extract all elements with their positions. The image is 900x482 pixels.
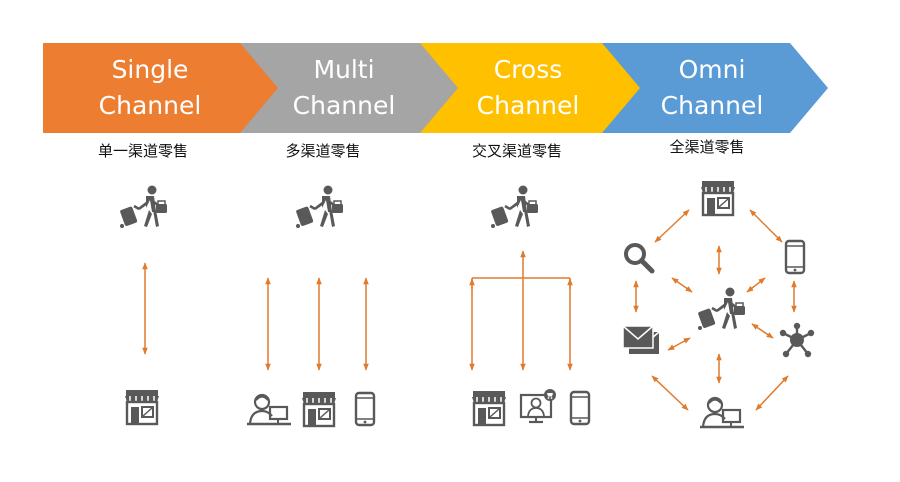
- store-icon: [123, 388, 161, 426]
- chevron-gray: [228, 43, 458, 133]
- store-icon: [699, 179, 737, 217]
- mobile-phone-icon: [569, 390, 591, 426]
- subtitle-multi-channel: 多渠道零售: [285, 142, 360, 160]
- search-icon: [626, 245, 652, 271]
- computer-user-icon: [698, 396, 746, 429]
- chevron-orange: [43, 43, 278, 133]
- single-channel-line1: Single: [112, 55, 189, 84]
- online-shopper-icon: [519, 387, 558, 424]
- single-channel-diagram: [118, 184, 169, 426]
- shopper-icon: [294, 184, 345, 230]
- omni-channel-line2: Channel: [661, 91, 764, 120]
- chevron-yellow: [408, 43, 640, 133]
- multi-channel-diagram: [245, 184, 376, 428]
- mobile-phone-icon: [354, 391, 376, 427]
- connection-arrow: [746, 277, 766, 293]
- cross-channel-diagram: [469, 184, 591, 427]
- chevron-header: Single Channel Multi Channel Cross Chann…: [43, 43, 828, 133]
- social-network-icon: [778, 321, 816, 359]
- shopper-icon: [696, 286, 747, 332]
- cross-channel-line1: Cross: [494, 55, 563, 84]
- connection-arrow: [651, 375, 689, 411]
- mobile-phone-icon: [784, 239, 806, 275]
- multi-channel-line1: Multi: [313, 55, 374, 84]
- computer-user-icon: [245, 393, 293, 426]
- connection-arrow: [755, 375, 789, 411]
- omni-channel-line1: Omni: [679, 55, 746, 84]
- connection-arrow: [667, 337, 691, 351]
- store-icon: [470, 389, 508, 427]
- connection-arrow: [751, 323, 774, 339]
- chevron-blue: [590, 43, 828, 133]
- multi-channel-line2: Channel: [293, 91, 396, 120]
- subtitle-single-channel: 单一渠道零售: [98, 142, 188, 160]
- subtitle-omni-channel: 全渠道零售: [669, 138, 744, 156]
- subtitle-cross-channel: 交叉渠道零售: [472, 142, 562, 160]
- connection-arrow: [654, 209, 690, 243]
- cross-channel-line2: Channel: [477, 91, 580, 120]
- shopper-icon: [118, 184, 169, 230]
- shopper-icon: [489, 184, 540, 230]
- single-channel-line2: Channel: [99, 91, 202, 120]
- store-icon: [300, 390, 338, 428]
- omni-channel-diagram: [622, 179, 816, 429]
- connection-arrow: [749, 209, 783, 243]
- connection-arrow: [671, 277, 693, 293]
- mail-icon: [622, 325, 660, 355]
